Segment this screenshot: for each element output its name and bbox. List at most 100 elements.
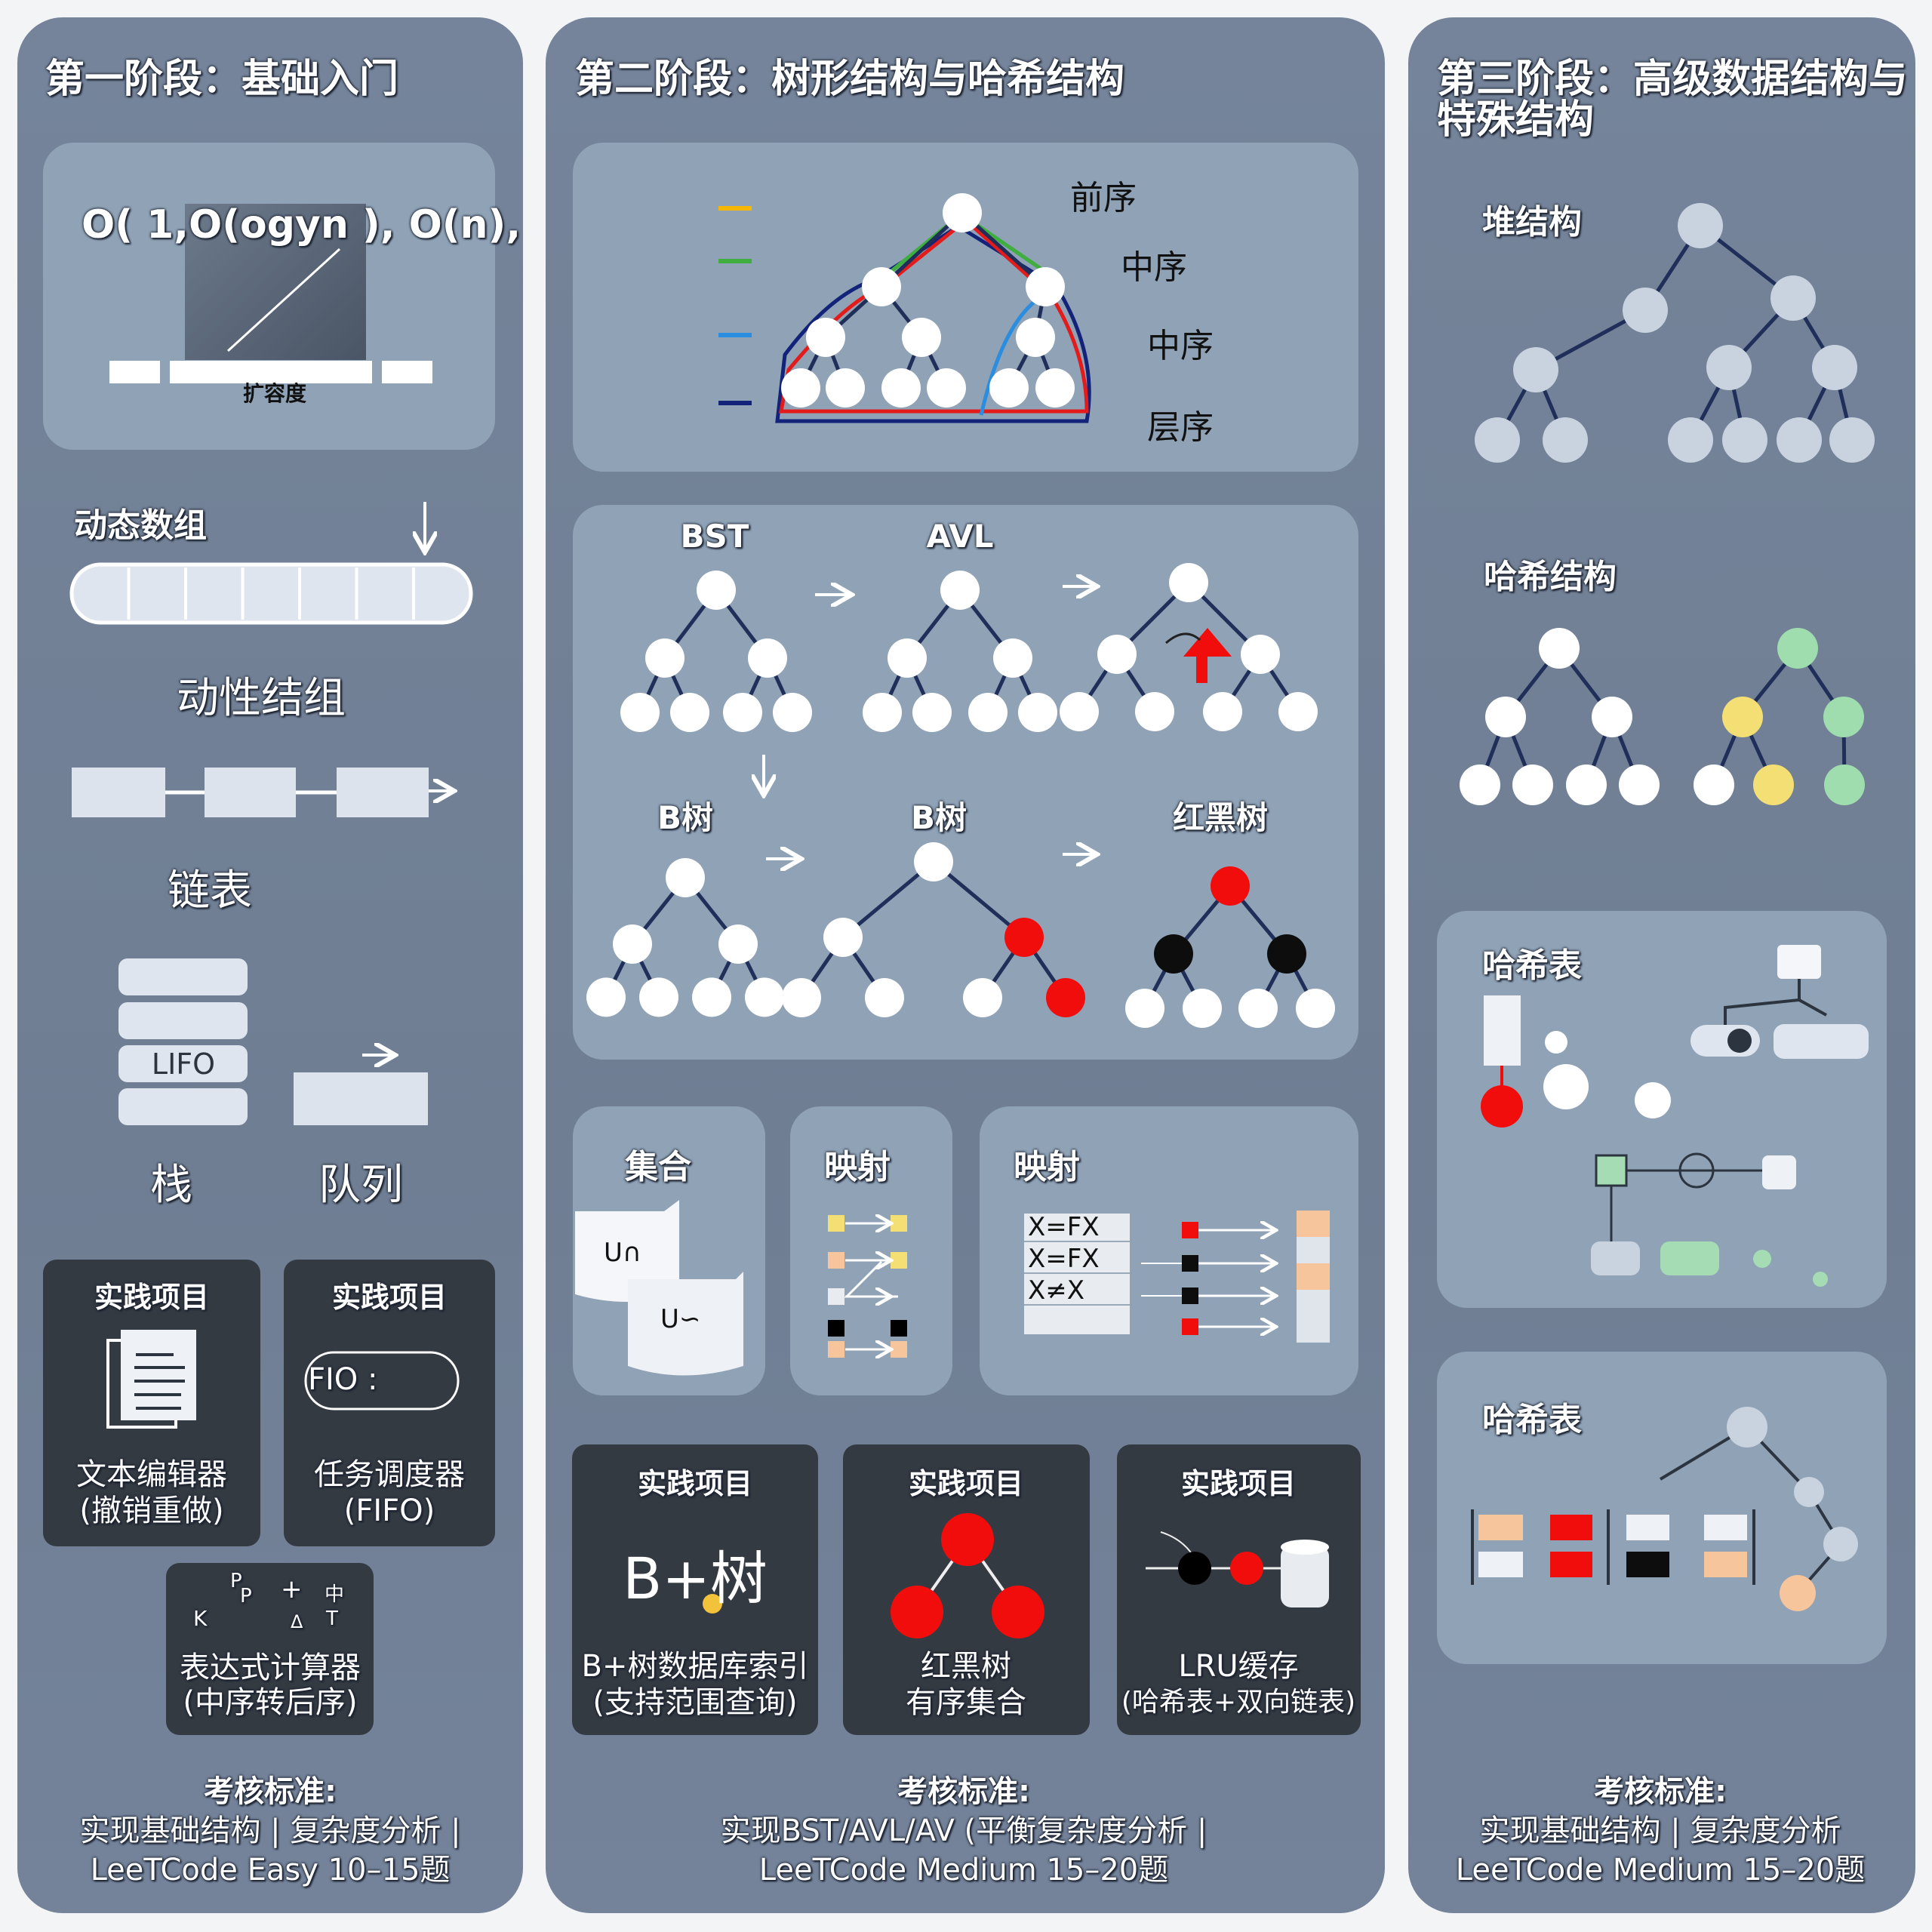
complexity-caption: 扩容度	[242, 381, 307, 406]
tree-label-avl: AVL	[926, 518, 994, 555]
tree-node	[1238, 989, 1278, 1028]
complexity-bar	[109, 361, 160, 383]
criteria-line: 实现基础结构 | 复杂度分析	[1479, 1814, 1841, 1848]
tree-node	[1777, 628, 1818, 669]
tree-node	[865, 978, 904, 1017]
tree-node	[968, 693, 1008, 732]
project-card-red-black-tree[interactable]	[843, 1444, 1090, 1735]
project-subtitle: (撤销重做)	[79, 1494, 224, 1528]
expression-symbol: +	[281, 1574, 303, 1604]
map-key: X=FX	[1028, 1244, 1100, 1274]
project-title: 红黑树	[921, 1649, 1011, 1684]
tree-edge	[841, 860, 935, 939]
rotation-arc-icon	[1165, 632, 1201, 645]
map-label: 映射	[824, 1148, 891, 1186]
criteria-heading: 考核标准:	[897, 1774, 1030, 1809]
linked-list-label: 链表	[168, 866, 252, 915]
tree-node	[1512, 764, 1553, 805]
tree-node	[1539, 628, 1580, 669]
map-key-box	[828, 1252, 844, 1269]
map-key-box	[828, 1320, 844, 1337]
criteria-line: LeeTCode Medium 15–20题	[758, 1853, 1169, 1887]
tree-node	[1623, 288, 1668, 333]
stack-item	[118, 958, 248, 995]
project-subtitle: 有序集合	[906, 1685, 1026, 1720]
criteria-line: 实现BST/AVL/AV (平衡复杂度分析 |	[720, 1814, 1208, 1848]
tree-node	[881, 368, 921, 408]
project-subtitle: (中序转后序)	[183, 1685, 358, 1720]
rotation-up-arrow-icon	[1183, 628, 1232, 683]
document-icon	[106, 1330, 196, 1429]
stack-top-item: LIFO	[151, 1048, 216, 1081]
tree-diagrams	[586, 563, 1335, 1028]
map-key: X≠X	[1028, 1275, 1085, 1306]
tree-node	[718, 924, 758, 964]
hash-structure-trees	[1460, 628, 1865, 805]
traversal-label-inorder: 中序	[1121, 248, 1187, 287]
tree-node	[1722, 417, 1767, 463]
criteria-line: LeeTCode Medium 15–20题	[1455, 1853, 1866, 1887]
project-subtitle: (哈希表+双向链表)	[1121, 1687, 1356, 1718]
map-value-cell	[1297, 1237, 1330, 1263]
heap-tree	[1475, 203, 1875, 463]
tree-node	[1060, 692, 1099, 731]
tree-node	[823, 918, 863, 957]
tree-node	[927, 368, 966, 408]
complexity-bar	[382, 361, 432, 383]
tree-node	[670, 693, 709, 732]
set-icon	[575, 1200, 743, 1376]
tree-node	[1018, 693, 1057, 732]
criteria-line: LeeTCode Easy 10–15题	[90, 1853, 451, 1887]
array-capsule	[69, 562, 473, 625]
hash-table-diagram-2	[1471, 1407, 1858, 1611]
expression-symbol: K	[193, 1606, 208, 1631]
expression-symbol: 中	[325, 1583, 345, 1606]
project-title: B+树数据库索引	[581, 1649, 809, 1684]
tree-node	[1183, 989, 1222, 1028]
tree-node	[993, 638, 1032, 678]
traversal-legend-arrows	[718, 206, 752, 405]
stack-label: 栈	[150, 1161, 192, 1210]
stack	[118, 958, 248, 1125]
tree-node	[1706, 345, 1752, 390]
stage3-title-line2: 特殊结构	[1437, 97, 1595, 143]
bplus-tree-icon-text: B+树	[623, 1545, 768, 1612]
tree-node	[1678, 203, 1723, 248]
map-value-box	[891, 1215, 907, 1232]
stack-item	[118, 1045, 248, 1082]
hash-structure-label: 哈希结构	[1484, 558, 1617, 596]
tree-node	[1592, 697, 1632, 737]
dynamic-array-label: 动态数组	[74, 506, 207, 545]
traversal-label-levelorder: 层序	[1147, 408, 1214, 447]
project-heading: 实践项目	[908, 1467, 1024, 1500]
tree-node	[1513, 347, 1558, 392]
tree-node	[1278, 692, 1318, 731]
map-cross-arrow	[844, 1260, 898, 1298]
project-subtitle: (支持范围查询)	[592, 1685, 798, 1720]
tree-node	[1770, 275, 1816, 321]
stage2-title: 第二阶段：树形结构与哈希结构	[575, 57, 1125, 102]
yellow-dot-icon	[703, 1594, 722, 1614]
map-value-cell	[1297, 1211, 1330, 1237]
tree-label-btree-2: B树	[910, 799, 968, 836]
expression-symbol: Δ	[291, 1611, 303, 1632]
red-tree-icon	[891, 1513, 1044, 1638]
project-heading: 实践项目	[637, 1467, 753, 1500]
tree-node	[620, 693, 660, 732]
traversal-label-preorder: 前序	[1070, 179, 1137, 217]
project-heading: 实践项目	[1180, 1467, 1297, 1500]
project-card-task-scheduler[interactable]	[284, 1260, 495, 1546]
tree-node	[914, 842, 953, 881]
tree-node	[1460, 764, 1500, 805]
stack-item	[118, 1088, 248, 1125]
tree-node	[773, 693, 812, 732]
project-card-bplus-tree[interactable]	[572, 1444, 818, 1735]
expression-symbol: P	[240, 1585, 252, 1607]
expression-symbol: P	[230, 1570, 242, 1592]
map-diagram-1	[828, 1215, 907, 1358]
project-card-expression-calculator[interactable]	[166, 1563, 374, 1735]
tree-node	[723, 693, 762, 732]
map-key: X=FX	[1028, 1212, 1100, 1242]
map-key-box	[828, 1288, 844, 1305]
